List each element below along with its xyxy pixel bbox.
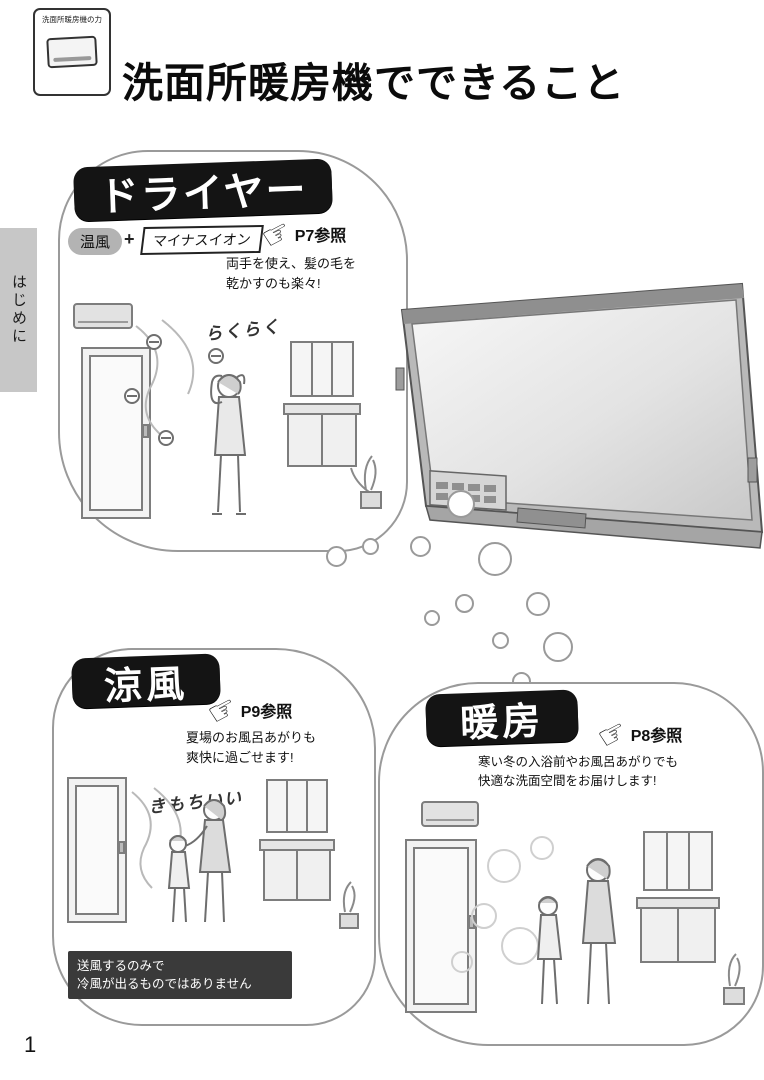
pointing-hand-icon: ☞: [201, 687, 244, 733]
heat-section-title: 暖房: [425, 689, 579, 747]
sidebar-tab-label: はじめに: [10, 274, 27, 346]
cool-page-ref: ☞ P9参照: [201, 687, 293, 732]
header-icon-label: 洗面所暖房機の力: [42, 15, 102, 24]
pointing-hand-icon: ☞: [255, 211, 298, 257]
pointing-hand-icon: ☞: [591, 711, 634, 757]
thought-circle: [424, 610, 440, 626]
heat-scene-illustration: [405, 801, 745, 1013]
dryer-section-title: ドライヤー: [73, 158, 333, 222]
thought-circle: [326, 546, 347, 567]
sidebar-tab-hajimeni: はじめに: [0, 228, 37, 392]
cool-scene-illustration: [67, 777, 359, 929]
heater-product-photo: [395, 282, 764, 549]
heat-page-ref: ☞ P8参照: [591, 711, 683, 756]
header-icon-box: 洗面所暖房機の力: [33, 8, 111, 96]
warm-air-badge: 温風: [68, 228, 123, 255]
heater-unit-icon: [46, 35, 98, 69]
cool-ref-text: P9参照: [240, 704, 293, 721]
dryer-scene-illustration: [73, 303, 382, 519]
heat-description: 寒い冬の入浴前やお風呂あがりでも 快適な洗面空間をお届けします!: [478, 755, 679, 788]
dryer-description: 両手を使え、髪の毛を 乾かすのも楽々!: [226, 256, 357, 291]
thought-circle: [362, 538, 379, 555]
thought-circle: [410, 536, 431, 557]
page-number: 1: [24, 1032, 37, 1057]
cool-note: 送風するのみで 冷風が出るものではありません: [68, 951, 292, 1000]
thought-circle: [526, 592, 550, 616]
thought-circle: [455, 594, 474, 613]
heat-ref-text: P8参照: [630, 728, 683, 745]
cool-description: 夏場のお風呂あがりも 爽快に過ごせます!: [186, 730, 317, 765]
minus-ion-badge: マイナスイオン: [140, 224, 264, 256]
plus-sign: +: [124, 229, 135, 249]
thought-circle: [492, 632, 509, 649]
cool-section-title: 涼風: [71, 653, 221, 709]
thought-circle: [478, 542, 512, 576]
page-title: 洗面所暖房機でできること: [122, 60, 626, 107]
dryer-ref-text: P7参照: [294, 228, 347, 245]
dryer-page-ref: ☞ P7参照: [255, 211, 347, 256]
thought-circle: [543, 632, 573, 662]
thought-circle: [447, 490, 475, 518]
